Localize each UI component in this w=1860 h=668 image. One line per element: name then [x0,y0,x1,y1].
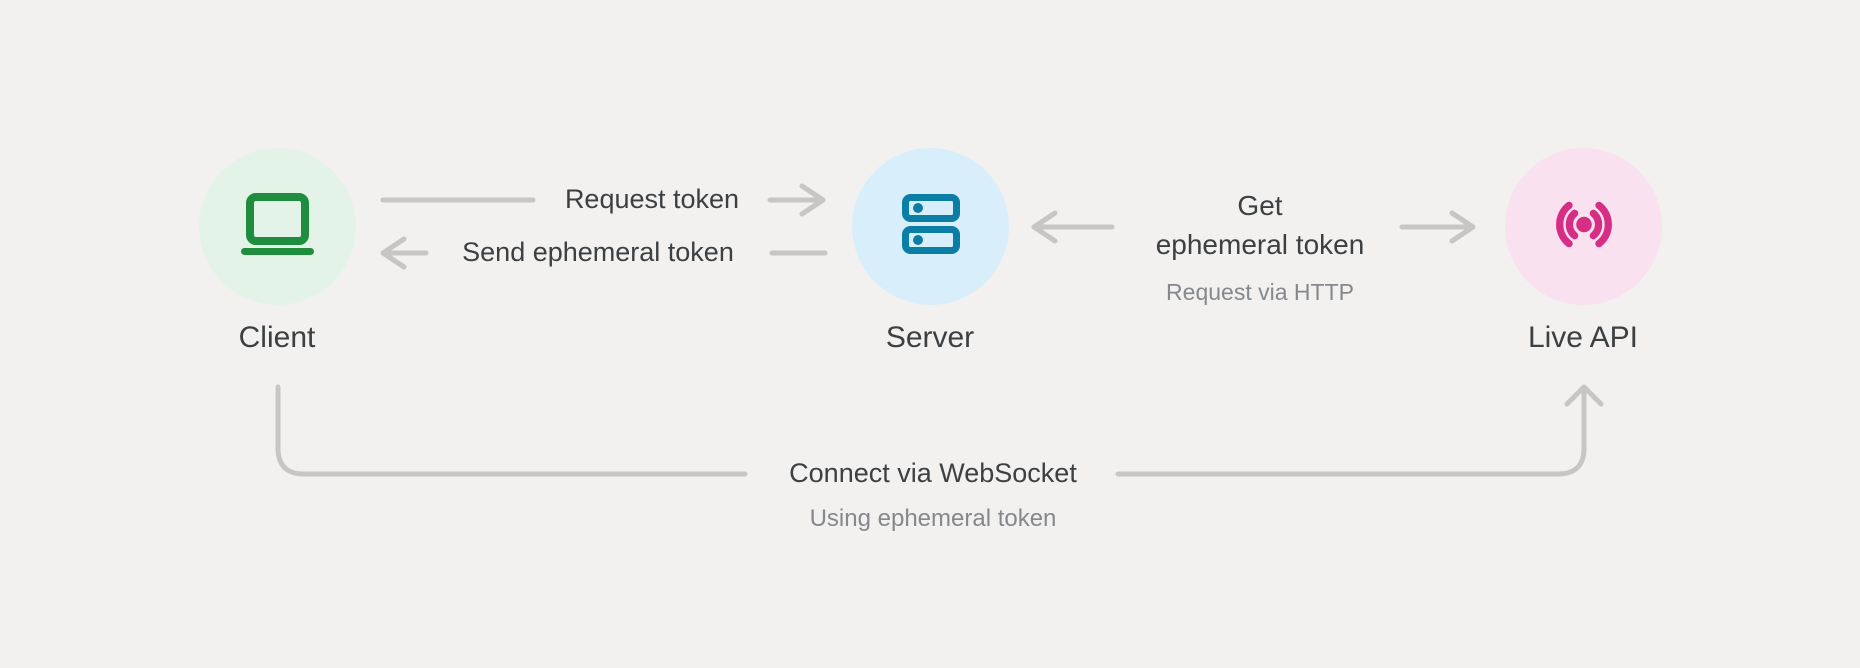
get-ephemeral-token-label: Get ephemeral token [1130,186,1390,264]
server-node [852,148,1009,305]
get-token-arrow-left [1031,210,1115,244]
client-node [199,148,356,305]
connect-websocket-label: Connect via WebSocket [789,458,1077,488]
send-ephemeral-token-label: Send ephemeral token [462,237,734,267]
broadcast-icon [1549,201,1619,253]
send-token-arrow-left [380,236,429,270]
get-ephemeral-token-line1: Get [1237,190,1283,221]
websocket-line-left [275,384,748,477]
using-ephemeral-token-sublabel: Using ephemeral token [809,505,1057,532]
live-api-node [1505,148,1662,305]
client-label: Client [238,321,316,354]
request-via-http-sublabel: Request via HTTP [1166,279,1354,305]
live-api-label: Live API [1527,321,1639,354]
request-token-arrow-right [767,183,826,217]
get-token-arrow-right [1399,210,1476,244]
request-token-label: Request token [564,184,740,214]
server-icon [901,194,960,259]
laptop-icon [241,193,314,260]
get-ephemeral-token-line2: ephemeral token [1155,229,1365,260]
websocket-line-right-arrow-up [1115,384,1604,477]
server-label: Server [885,321,975,354]
